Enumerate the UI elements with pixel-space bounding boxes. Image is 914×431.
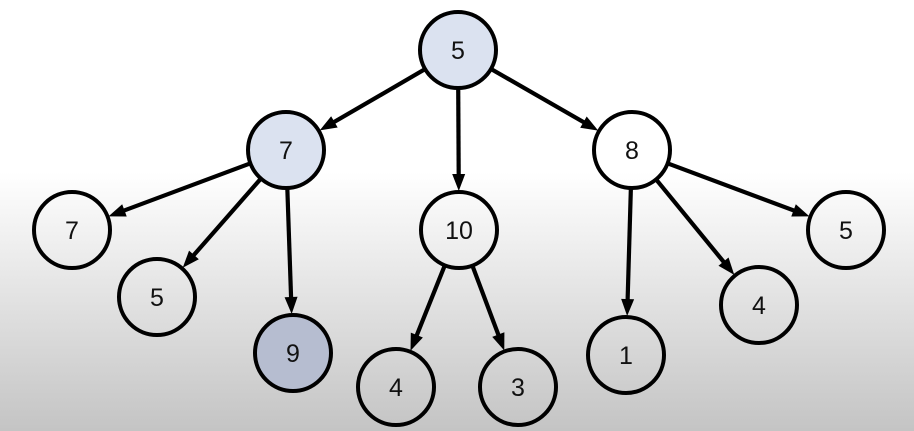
tree-edge [490,67,588,126]
tree-node[interactable]: 7 [246,110,326,190]
edge-arrowhead-icon [718,257,735,275]
edge-arrowhead-icon [182,250,199,268]
edges-layer [108,67,810,351]
node-circle[interactable] [356,347,436,427]
tree-edge [667,161,798,214]
edge-arrowhead-icon [492,332,505,351]
tree-edge [190,177,262,259]
tree-edge [330,67,426,126]
node-circle[interactable] [586,315,666,395]
edge-arrowhead-icon [410,332,423,351]
node-circle[interactable] [246,110,326,190]
node-circle[interactable] [719,265,799,345]
edge-arrowhead-icon [791,204,810,217]
node-circle[interactable] [419,190,499,270]
node-circle[interactable] [592,110,672,190]
node-circle[interactable] [418,10,498,90]
edge-arrowhead-icon [319,116,338,131]
tree-edge [625,188,633,303]
tree-edge [655,178,728,266]
tree-node[interactable]: 9 [253,313,333,393]
tree-edge [470,265,502,339]
edge-arrowhead-icon [108,204,127,217]
node-circle[interactable] [806,190,886,270]
node-circle[interactable] [253,313,333,393]
tree-edge [285,188,294,301]
tree-edge [120,161,251,214]
edge-arrowhead-icon [621,298,635,317]
tree-node[interactable]: 5 [418,10,498,90]
edge-arrowhead-icon [284,296,298,315]
tree-edge [413,265,447,339]
edge-arrowhead-icon [580,116,599,131]
edge-arrowhead-icon [452,173,466,191]
node-circle[interactable] [478,347,558,427]
node-circle[interactable] [32,190,112,270]
node-circle[interactable] [117,257,197,337]
